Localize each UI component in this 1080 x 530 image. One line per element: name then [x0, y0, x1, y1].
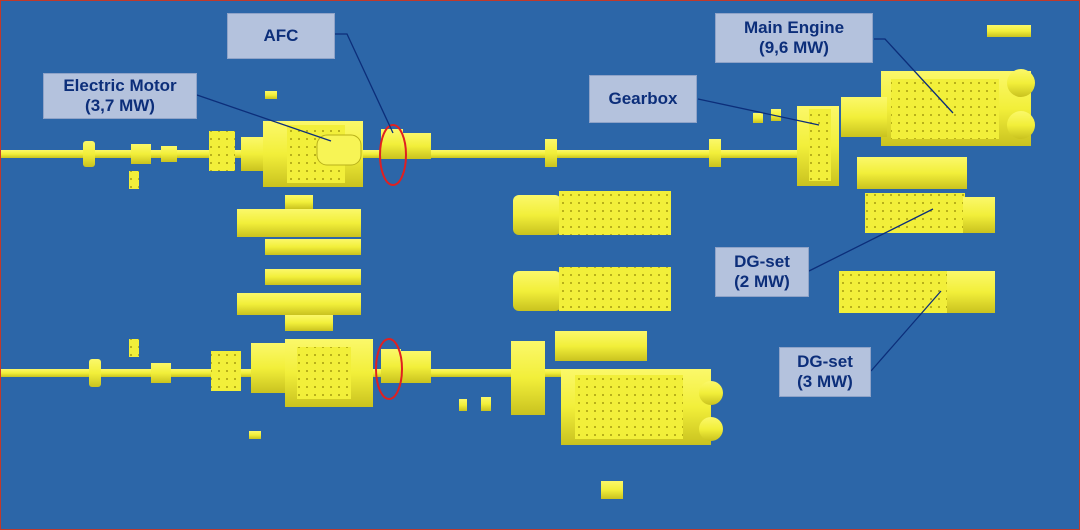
small-part [249, 431, 261, 439]
upper-intermediate-bearing [709, 139, 721, 167]
lower-shaft-coupling [89, 359, 101, 387]
main-engine-turbocharger [1007, 111, 1035, 139]
lower-afc-unit [381, 349, 401, 383]
lower-engine-turbocharger [699, 417, 723, 441]
upper-afc-unit [381, 129, 403, 159]
dg-set-3mw-label: DG-set (3 MW) [779, 347, 871, 397]
upper-thrust-block [209, 131, 235, 171]
central-block [237, 293, 361, 315]
afc-label-line1: AFC [263, 26, 299, 45]
central-block [285, 315, 333, 331]
upper-coupling [241, 137, 263, 171]
lower-thrust-block [211, 351, 241, 391]
dg-set-2mw-body [865, 193, 965, 233]
small-parts [129, 91, 781, 499]
dg-set-3mw-label-line1: DG-set [797, 352, 853, 371]
leader-line-gearbox [697, 98, 820, 126]
leader-line-electric-motor [196, 94, 332, 142]
gearbox-label-line1: Gearbox [608, 89, 678, 108]
upper-electric-motor-rotor [316, 134, 362, 166]
upper-shaft-coupling [83, 141, 95, 167]
gearbox-label: Gearbox [589, 75, 697, 123]
central-block [285, 195, 313, 209]
small-part [771, 109, 781, 121]
dg-set-3mw-label-line2: (3 MW) [797, 372, 853, 391]
leader-line-dg-set-2 [808, 208, 934, 272]
dg-set-middle-upper-generator [513, 195, 561, 235]
small-part [601, 481, 623, 499]
main-engine-auxiliary [987, 25, 1031, 37]
main-engine-label-line1: Main Engine [743, 18, 845, 37]
electric-motor-label: Electric Motor (3,7 MW) [43, 73, 197, 119]
gearbox-flange [809, 109, 831, 181]
central-block [237, 209, 361, 237]
small-part [753, 113, 763, 123]
leader-line-dg-set-3 [870, 290, 942, 372]
small-part [459, 399, 467, 411]
small-part [481, 397, 491, 411]
main-engine-turbocharger [1007, 69, 1035, 97]
dg-set-2mw-tank [857, 157, 967, 189]
dg-set-3mw-body [839, 271, 949, 313]
lower-coupling [251, 343, 285, 393]
electric-motor-label-line1: Electric Motor [63, 76, 177, 95]
dg-set-3mw-generator [947, 271, 995, 313]
upper-shaft-bearing [131, 144, 151, 164]
dg-set-2mw-label-line1: DG-set [734, 252, 790, 271]
dg-set-2mw-label: DG-set (2 MW) [715, 247, 809, 297]
lower-engine-turbocharger [699, 381, 723, 405]
dg-set-2mw-label-line2: (2 MW) [734, 272, 790, 291]
small-part [265, 91, 277, 99]
afc-highlight-upper [379, 124, 407, 186]
central-block [265, 269, 361, 285]
lower-shaft-line [1, 331, 723, 445]
electric-motor-label-line2: (3,7 MW) [85, 96, 155, 115]
lower-engine-cylinders [575, 375, 683, 439]
main-engine-front [841, 97, 887, 137]
lower-engine-tank [555, 331, 647, 361]
dg-set-2mw-generator [963, 197, 995, 233]
afc-label: AFC [227, 13, 335, 59]
leader-line-main-engine [874, 38, 954, 114]
main-engine-cylinders [891, 79, 999, 139]
dg-sets-right [839, 157, 995, 313]
dg-set-middle-upper-engine [559, 191, 671, 235]
dg-sets-middle [513, 191, 671, 311]
leader-lines [196, 33, 954, 372]
central-block [265, 239, 361, 255]
dg-set-middle-lower-generator [513, 271, 561, 311]
leader-line-afc [335, 33, 394, 134]
main-engine-label: Main Engine (9,6 MW) [715, 13, 873, 63]
lower-afc-housing [401, 351, 431, 383]
central-blocks [237, 195, 361, 331]
lower-shaft-bearing [151, 363, 171, 383]
upper-shaft-line [1, 106, 839, 187]
upper-shaft-bearing [161, 146, 177, 162]
lower-gearbox [511, 341, 545, 415]
small-part [129, 171, 139, 189]
lower-electric-motor-detail [297, 347, 351, 399]
dg-set-middle-lower-engine [559, 267, 671, 311]
small-part [129, 339, 139, 357]
upper-intermediate-bearing [545, 139, 557, 167]
main-engine-assembly [841, 25, 1035, 146]
main-engine-label-line2: (9,6 MW) [759, 38, 829, 57]
afc-highlight-lower [375, 338, 403, 400]
